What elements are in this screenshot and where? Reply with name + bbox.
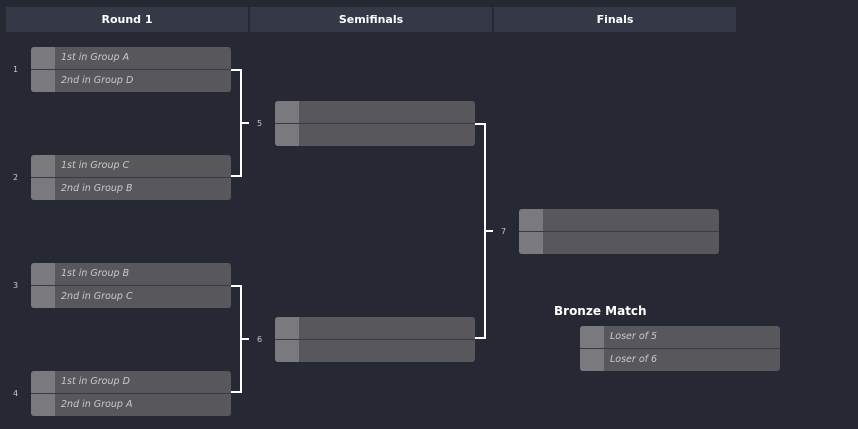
match-number-2: 2 <box>13 173 19 182</box>
bronze-match[interactable]: Loser of 5 Loser of 6 <box>580 326 780 371</box>
bracket-connector <box>486 230 493 232</box>
match-slot[interactable]: Loser of 5 <box>580 326 780 348</box>
slot-divider <box>275 339 475 340</box>
match-number-6: 6 <box>257 335 263 344</box>
match-slot[interactable] <box>275 317 475 339</box>
match-3[interactable]: 1st in Group B 2nd in Group C <box>31 263 231 308</box>
team-name: 1st in Group D <box>61 376 130 387</box>
seed-box <box>31 263 55 285</box>
seed-box <box>31 394 55 416</box>
match-slot[interactable] <box>275 124 475 146</box>
team-name: 1st in Group A <box>61 52 130 63</box>
seed-box <box>275 317 299 339</box>
match-number-1: 1 <box>13 65 19 74</box>
team-name: 2nd in Group C <box>61 291 133 302</box>
seed-box <box>31 371 55 393</box>
match-slot[interactable]: 2nd in Group B <box>31 178 231 200</box>
match-number-3: 3 <box>13 281 19 290</box>
seed-box <box>275 124 299 146</box>
bracket-connector <box>242 338 249 340</box>
team-name: 1st in Group C <box>61 160 130 171</box>
team-name: Loser of 6 <box>610 354 658 365</box>
match-slot[interactable]: 1st in Group D <box>31 371 231 393</box>
slot-divider <box>31 393 231 394</box>
seed-box <box>580 349 604 371</box>
seed-box <box>519 232 543 254</box>
seed-box <box>275 101 299 123</box>
match-slot[interactable]: 2nd in Group A <box>31 394 231 416</box>
seed-box <box>31 70 55 92</box>
slot-divider <box>31 285 231 286</box>
team-name: 1st in Group B <box>61 268 130 279</box>
match-number-5: 5 <box>257 119 263 128</box>
match-slot[interactable]: 2nd in Group D <box>31 70 231 92</box>
match-6[interactable] <box>275 317 475 362</box>
match-slot[interactable] <box>519 232 719 254</box>
round-header-semifinals: Semifinals <box>250 7 492 32</box>
seed-box <box>519 209 543 231</box>
seed-box <box>580 326 604 348</box>
slot-divider <box>275 123 475 124</box>
match-slot[interactable]: 1st in Group A <box>31 47 231 69</box>
match-7[interactable] <box>519 209 719 254</box>
bracket-connector <box>242 122 249 124</box>
match-4[interactable]: 1st in Group D 2nd in Group A <box>31 371 231 416</box>
seed-box <box>31 286 55 308</box>
bracket-connector <box>231 69 242 177</box>
slot-divider <box>31 69 231 70</box>
match-slot[interactable] <box>275 340 475 362</box>
match-slot[interactable]: Loser of 6 <box>580 349 780 371</box>
seed-box <box>31 47 55 69</box>
match-slot[interactable]: 1st in Group B <box>31 263 231 285</box>
match-5[interactable] <box>275 101 475 146</box>
team-name: 2nd in Group A <box>61 399 133 410</box>
match-slot[interactable]: 1st in Group C <box>31 155 231 177</box>
bracket-connector <box>475 123 486 339</box>
seed-box <box>275 340 299 362</box>
match-slot[interactable] <box>519 209 719 231</box>
match-slot[interactable] <box>275 101 475 123</box>
match-2[interactable]: 1st in Group C 2nd in Group B <box>31 155 231 200</box>
round-header-round-1: Round 1 <box>6 7 248 32</box>
team-name: Loser of 5 <box>610 331 658 342</box>
bronze-match-title: Bronze Match <box>554 304 647 318</box>
match-number-4: 4 <box>13 389 19 398</box>
slot-divider <box>519 231 719 232</box>
team-name: 2nd in Group B <box>61 183 133 194</box>
match-number-7: 7 <box>501 227 507 236</box>
seed-box <box>31 178 55 200</box>
match-1[interactable]: 1st in Group A 2nd in Group D <box>31 47 231 92</box>
slot-divider <box>580 348 780 349</box>
round-header-finals: Finals <box>494 7 736 32</box>
team-name: 2nd in Group D <box>61 75 134 86</box>
slot-divider <box>31 177 231 178</box>
match-slot[interactable]: 2nd in Group C <box>31 286 231 308</box>
bracket-connector <box>231 285 242 393</box>
seed-box <box>31 155 55 177</box>
